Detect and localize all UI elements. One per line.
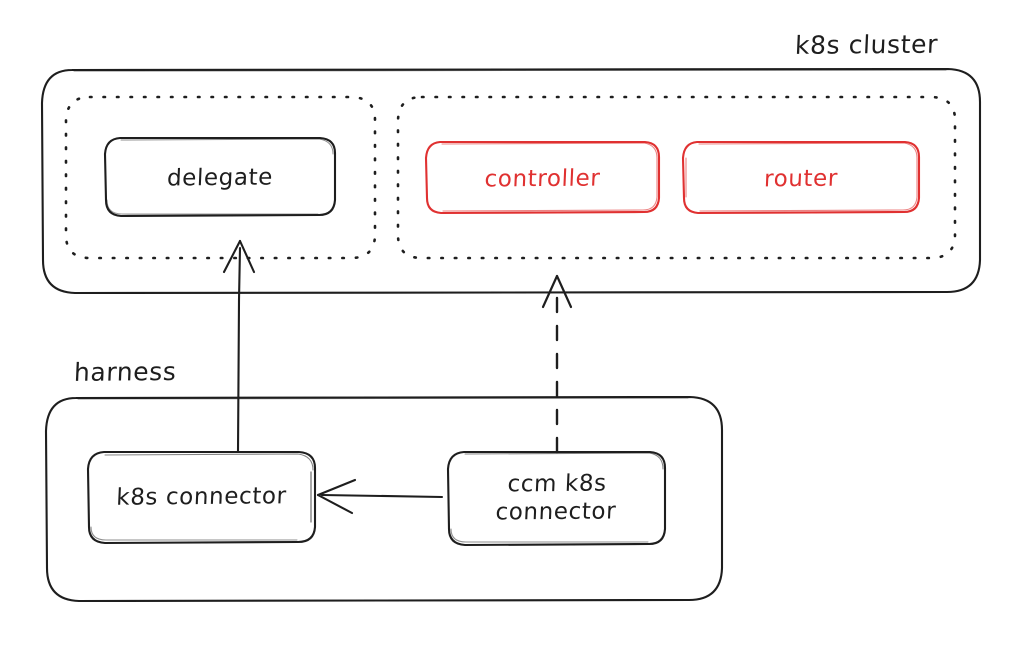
node-router[interactable] — [681, 140, 921, 215]
harness-label: harness — [73, 356, 178, 387]
k8s-cluster-label: k8s cluster — [794, 29, 939, 60]
edge-connector-to-delegate — [222, 239, 256, 454]
ccm-label-line-2: connector — [494, 498, 617, 526]
edge-ccm-to-services — [541, 274, 573, 454]
controller-label: controller — [484, 165, 601, 193]
router-label: router — [763, 165, 839, 193]
container-harness — [44, 395, 724, 603]
node-controller[interactable] — [424, 140, 661, 215]
k8s-connector-label: k8s connector — [115, 483, 288, 511]
node-delegate[interactable] — [103, 136, 337, 218]
delegate-label: delegate — [166, 164, 274, 192]
ccm-label-line-1: ccm k8s — [506, 470, 608, 498]
edge-ccm-to-connector — [316, 478, 444, 515]
node-k8s-connector[interactable] — [86, 450, 317, 545]
node-ccm-k8s-connector[interactable] — [446, 450, 667, 547]
container-k8s-cluster — [40, 67, 982, 295]
container-delegate-group — [64, 95, 377, 260]
